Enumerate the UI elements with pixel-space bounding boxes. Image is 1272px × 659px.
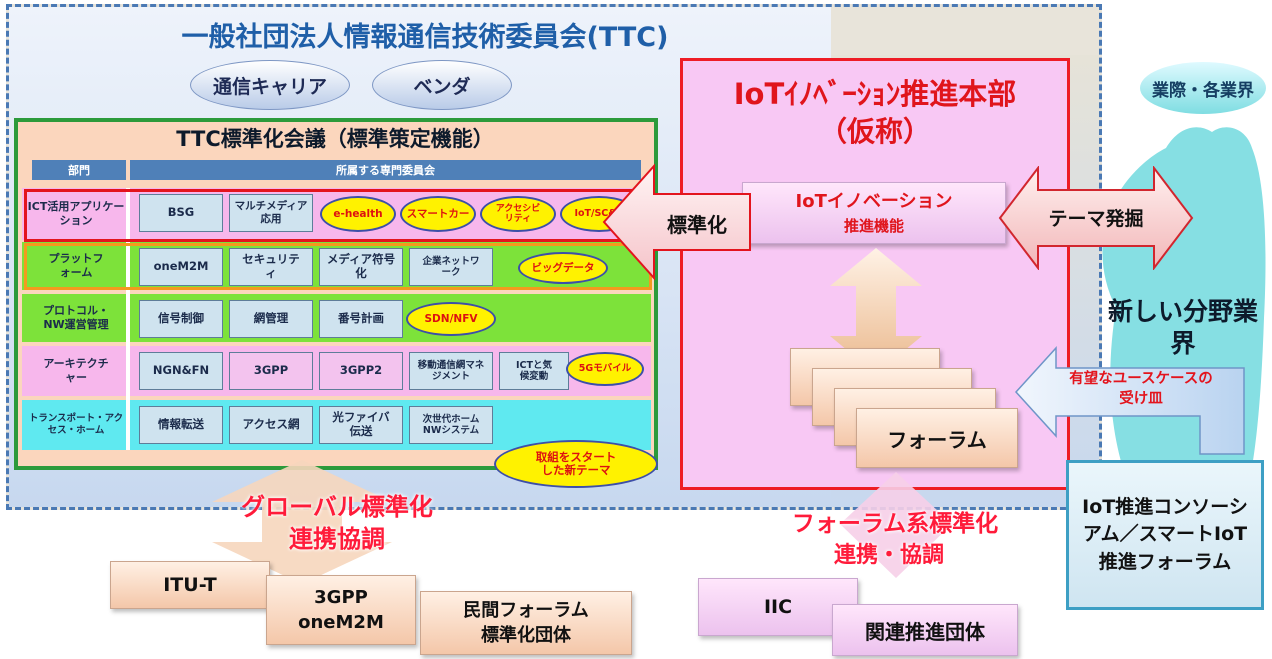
forum-std-label-1: フォーラム系標準化 xyxy=(791,511,999,537)
carrier-oval: 通信キャリア xyxy=(190,60,350,110)
vendor-oval: ベンダ xyxy=(372,60,512,110)
org-private-forum: 民間フォーラム標準化団体 xyxy=(420,591,632,655)
theme-discovery-arrow xyxy=(998,166,1194,270)
committee-cell: マルチメディア応用 xyxy=(229,194,313,232)
new-theme-oval: アクセシビリティ xyxy=(480,196,556,232)
ttc-title: 一般社団法人情報通信技術委員会(TTC) xyxy=(181,21,669,53)
committee-cell: セキュリティ xyxy=(229,248,313,286)
forum-std-label-2: 連携・協調 xyxy=(833,543,944,568)
committee-cell: 3GPP2 xyxy=(319,352,403,390)
usecase-label: 有望なユースケースの受け皿 xyxy=(1069,371,1213,407)
committee-cell: BSG xyxy=(139,194,223,232)
committee-cell: oneM2M xyxy=(139,248,223,286)
dept-ict: ICT活用アプリケーション xyxy=(27,200,125,227)
dept-transport: トランスポート・アクセス・ホーム xyxy=(28,413,124,436)
column-divider xyxy=(126,188,130,450)
header-dept: 部門 xyxy=(32,160,126,180)
new-theme-legend: 取組をスタートした新テーマ xyxy=(494,440,658,488)
org-itut: ITU-T xyxy=(110,561,270,609)
consortium-box: IoT推進コンソーシアム／スマートIoT推進フォーラム xyxy=(1066,460,1264,610)
dept-protocol: プロトコル・NW運営管理 xyxy=(43,304,109,331)
committee-cell: 3GPP xyxy=(229,352,313,390)
committee-cell: アクセス網 xyxy=(229,406,313,444)
industry-oval: 業際・各業界 xyxy=(1140,62,1266,114)
new-field-label: 新しい分野業界 xyxy=(1107,296,1258,359)
dept-architecture: アーキテクチャー xyxy=(43,357,109,384)
new-theme-oval: スマートカー xyxy=(400,196,476,232)
committee-cell: 信号制御 xyxy=(139,300,223,338)
standardize-label: 標準化 xyxy=(667,212,727,237)
committee-cell: 情報転送 xyxy=(139,406,223,444)
new-theme-oval: SDN/NFV xyxy=(406,302,496,336)
iot-hq-title-2: （仮称） xyxy=(818,115,931,148)
iot-hq-title-1: IoTｲﾉﾍﾞｰｼｮﾝ推進本部 xyxy=(733,77,1017,111)
committee-cell: 次世代ホームNWシステム xyxy=(409,406,493,444)
new-theme-oval: e-health xyxy=(320,196,396,232)
iot-function-label-1: IoTイノベーション xyxy=(795,191,953,212)
global-label-2: 連携協調 xyxy=(289,524,385,553)
committee-cell: 光ファイバ伝送 xyxy=(319,406,403,444)
theme-discovery-label: テーマ発掘 xyxy=(1048,207,1144,230)
iot-function-box xyxy=(742,182,1006,244)
committee-cell: メディア符号化 xyxy=(319,248,403,286)
dept-platform: プラットフォーム xyxy=(48,252,104,279)
committee-cell: 網管理 xyxy=(229,300,313,338)
forum-box: フォーラム xyxy=(856,408,1018,468)
committee-cell: 移動通信網マネジメント xyxy=(409,352,493,390)
org-iic: IIC xyxy=(698,578,858,636)
committee-cell: 番号計画 xyxy=(319,300,403,338)
header-committees: 所属する専門委員会 xyxy=(130,160,641,180)
committee-cell: 企業ネットワーク xyxy=(409,248,493,286)
global-label-1: グローバル標準化 xyxy=(241,492,433,521)
iot-function-label-2: 推進機能 xyxy=(843,216,904,235)
org-3gpp-onem2m: 3GPP oneM2M xyxy=(266,575,416,645)
committee-cell: ICTと気候変動 xyxy=(499,352,569,390)
new-theme-oval: 5Gモバイル xyxy=(566,352,644,386)
vertical-double-arrow xyxy=(830,248,922,374)
conference-title: TTC標準化会議（標準策定機能） xyxy=(176,127,494,151)
org-related-promotion: 関連推進団体 xyxy=(832,604,1018,656)
forum-double-arrow xyxy=(840,472,952,578)
usecase-arrow xyxy=(1014,346,1245,455)
global-double-arrow xyxy=(212,460,392,584)
new-theme-oval: ビッグデータ xyxy=(518,252,608,284)
committee-cell: NGN&FN xyxy=(139,352,223,390)
standardize-arrow xyxy=(602,163,751,281)
